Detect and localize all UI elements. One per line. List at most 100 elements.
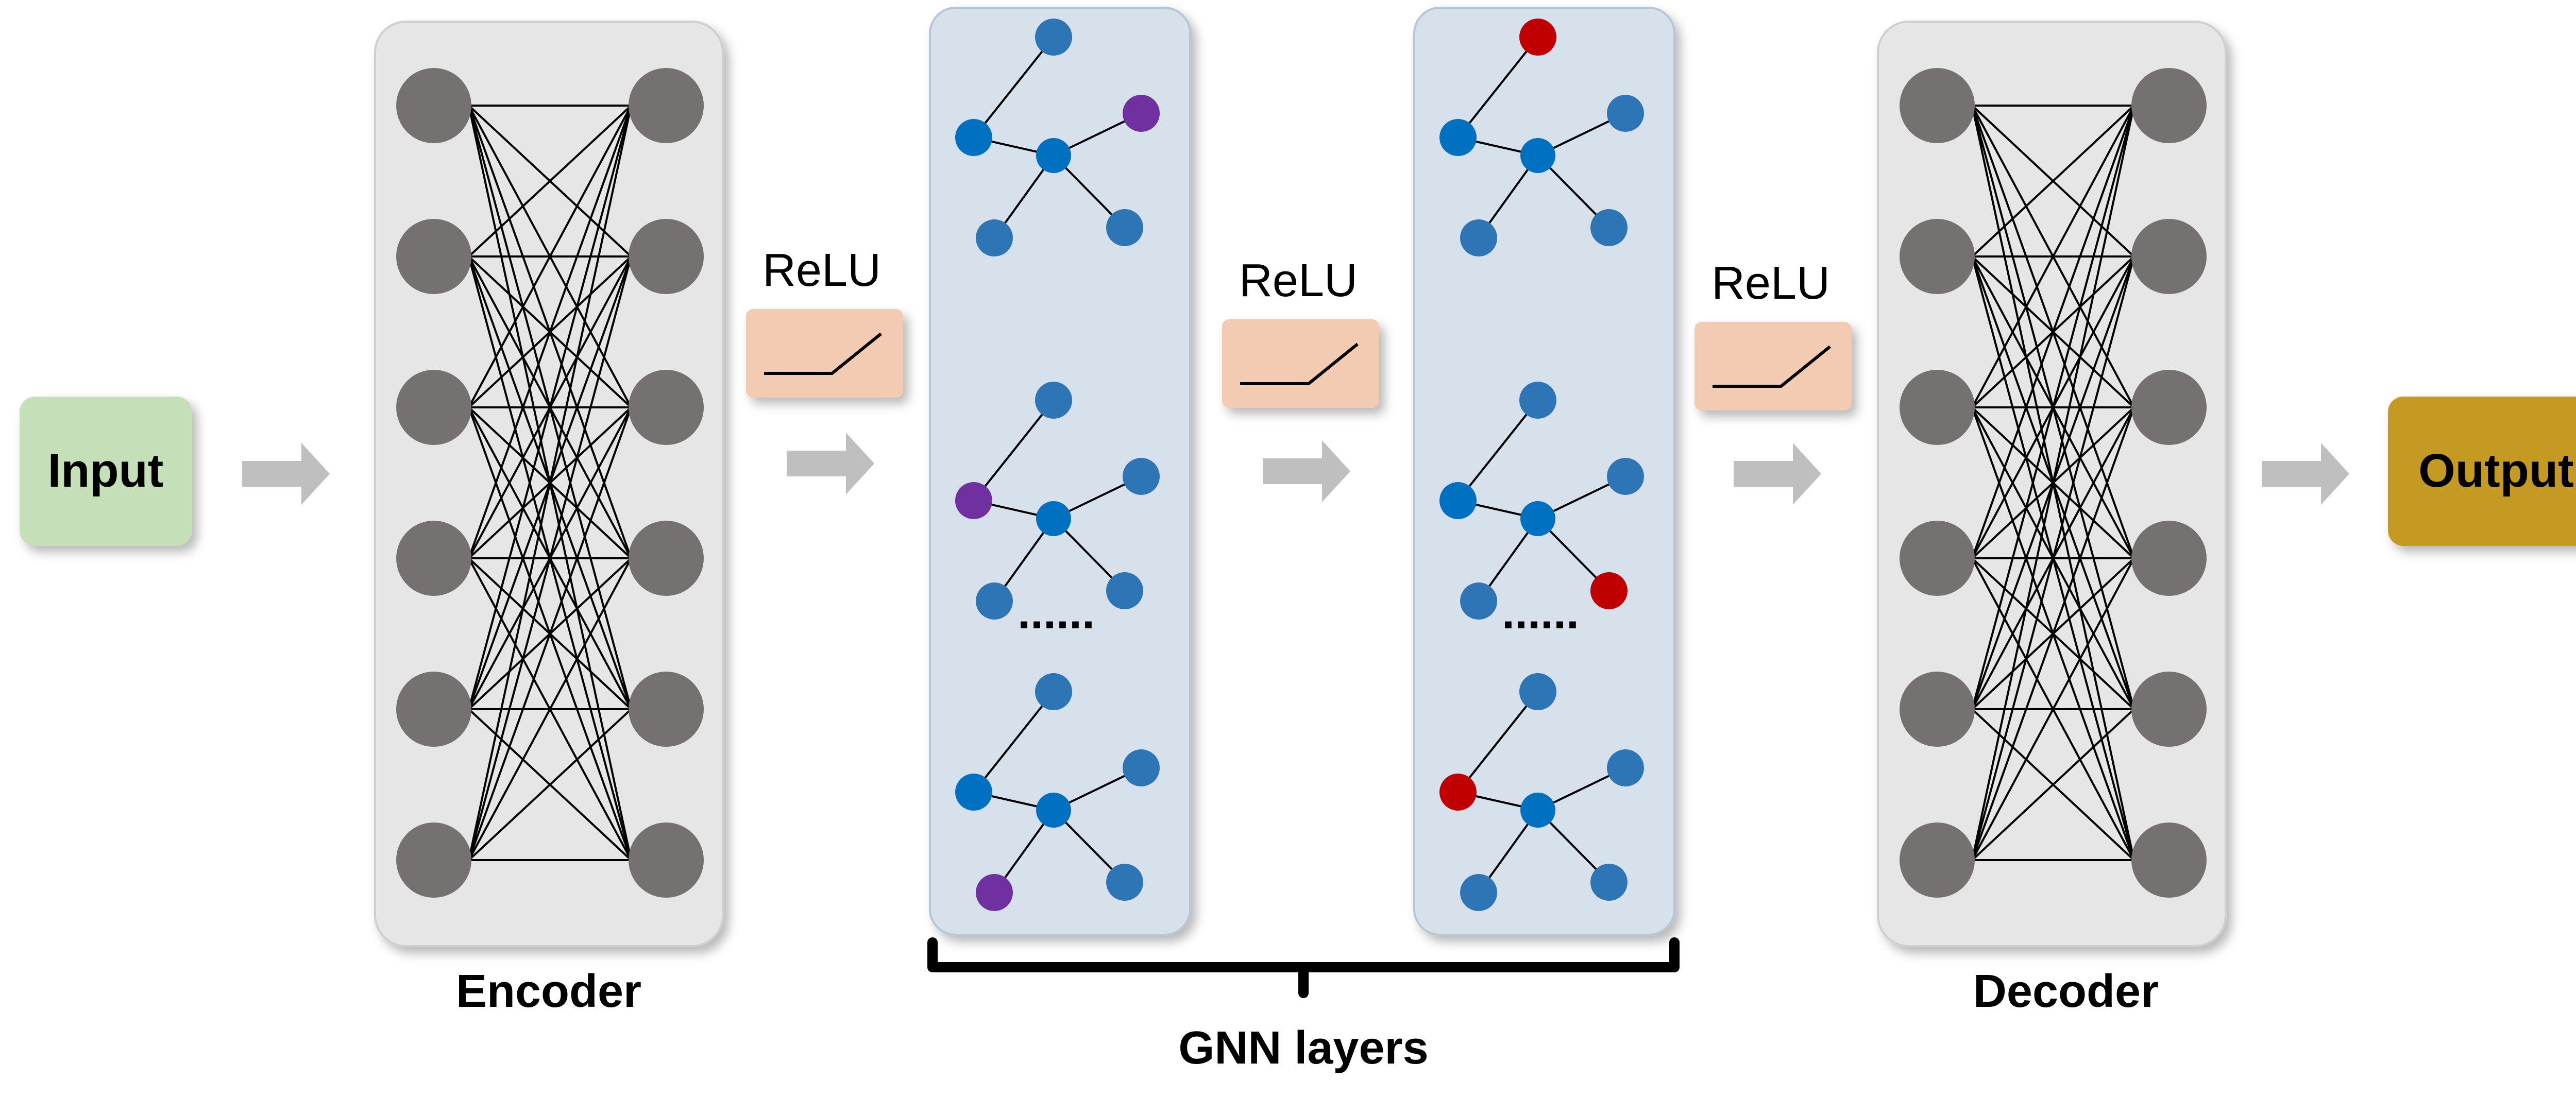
gnn-layers-label: GNN layers [1178,1022,1428,1074]
encoder-connection [468,256,632,861]
output-label: Output [2418,444,2573,497]
output-box [2388,397,2576,546]
decoder-connection [1971,105,2135,559]
decoder-connection [1971,105,2135,258]
encoder-neuron-right [629,521,704,596]
encoder-neuron-left [396,219,471,294]
graph-node-bottom-right [1590,864,1628,901]
encoder-neuron-left [396,68,471,143]
encoder-connection [468,105,632,861]
relu-1-label: ReLU [762,245,881,296]
graph-node-bottom-right [1590,209,1628,246]
graph-node-top [1035,673,1072,710]
encoder-connection [468,105,632,559]
encoder-neuron-right [629,672,704,747]
decoder-connection [1971,105,2135,861]
relu-2-label: ReLU [1239,255,1358,306]
graph-node-top [1519,382,1556,419]
encoder-neuron-right [629,219,704,294]
arrow-gnn2-to-decoder [1734,443,1821,505]
graph-motif-1-2 [955,382,1160,620]
encoder-neuron-right [629,822,704,898]
graph-motif-2-3 [1439,673,1644,911]
graph-motif-1-1 [955,19,1160,256]
decoder-neuron-right [2131,822,2207,898]
decoder-connection [1971,105,2135,710]
gnn-layers-brace [927,937,1680,998]
decoder-neuron-right [2131,521,2207,596]
graph-node-top-right [1123,95,1160,132]
decoder-connection [1971,407,2135,861]
graph-node-center [1036,138,1071,173]
relu-3: ReLU [1694,258,1852,410]
decoder-connection [1971,558,2135,861]
graph-node-bottom-right [1106,864,1143,901]
encoder-connection [468,105,632,258]
graph-edge [973,36,1055,139]
graph-node-top-right [1607,95,1644,132]
relu-3-label: ReLU [1711,258,1830,309]
graph-node-left [955,482,992,519]
encoder-neurons [396,68,704,898]
graph-node-center [1520,793,1555,828]
relu-3-box [1694,322,1852,410]
decoder-connection [1971,708,2135,861]
gnn-layer-1-ellipsis: ...... [1018,587,1095,639]
relu-2-curve-icon [1240,342,1359,385]
graph-node-bottom-right [1590,572,1628,609]
relu-3-curve-icon [1713,345,1831,388]
graph-node-top-right [1123,458,1160,495]
decoder-connections [1971,105,2135,861]
graph-motif-1-3 [955,673,1160,911]
decoder-connection [1971,256,2135,861]
decoder-neuron-left [1900,370,1975,445]
relu-1: ReLU [746,245,903,398]
graph-node-left [1439,482,1477,519]
decoder-neuron-left [1900,68,1975,143]
encoder-connection [468,558,632,861]
encoder-neuron-right [629,68,704,143]
graph-node-bottom-left [976,874,1013,911]
graph-edge [1457,691,1539,793]
graph-node-bottom-left [1460,219,1497,256]
graph-node-top-right [1607,749,1644,786]
relu-1-box [746,309,903,398]
relu-1-curve-icon [764,332,882,375]
encoder-neuron-left [396,370,471,445]
graph-node-bottom-left [1460,874,1497,911]
graph-node-bottom-left [976,582,1013,620]
graph-edge [1457,36,1539,139]
graph-node-bottom-left [976,219,1013,256]
graph-edge [973,691,1055,793]
graph-node-left [1439,774,1477,811]
decoder-neurons [1900,68,2207,898]
graph-node-center [1520,501,1555,536]
relu-2: ReLU [1222,255,1379,408]
graph-node-center [1520,138,1555,173]
decoder-neuron-left [1900,672,1975,747]
graph-node-top [1035,19,1072,56]
gnn-layer-2-ellipsis: ...... [1502,587,1579,639]
graph-motif-2-2 [1439,382,1644,620]
graph-node-left [955,774,992,811]
graph-node-bottom-right [1106,209,1143,246]
encoder-connection [468,708,632,861]
input-box [20,397,192,546]
encoder-connection [468,105,632,710]
decoder-neuron-right [2131,68,2207,143]
decoder-neuron-left [1900,822,1975,898]
encoder-connection [468,105,632,408]
graph-node-top [1035,382,1072,419]
decoder-neuron-right [2131,672,2207,747]
gnn-layer-1-graphs [955,19,1160,911]
graph-node-top-right [1607,458,1644,495]
decoder-label: Decoder [1973,966,2159,1017]
arrow-input-to-encoder [242,443,330,505]
decoder-neuron-right [2131,219,2207,294]
decoder-neuron-right [2131,370,2207,445]
encoder-neuron-left [396,822,471,898]
graph-motif-2-1 [1439,19,1644,256]
graph-node-left [955,119,992,156]
encoder-neuron-left [396,672,471,747]
